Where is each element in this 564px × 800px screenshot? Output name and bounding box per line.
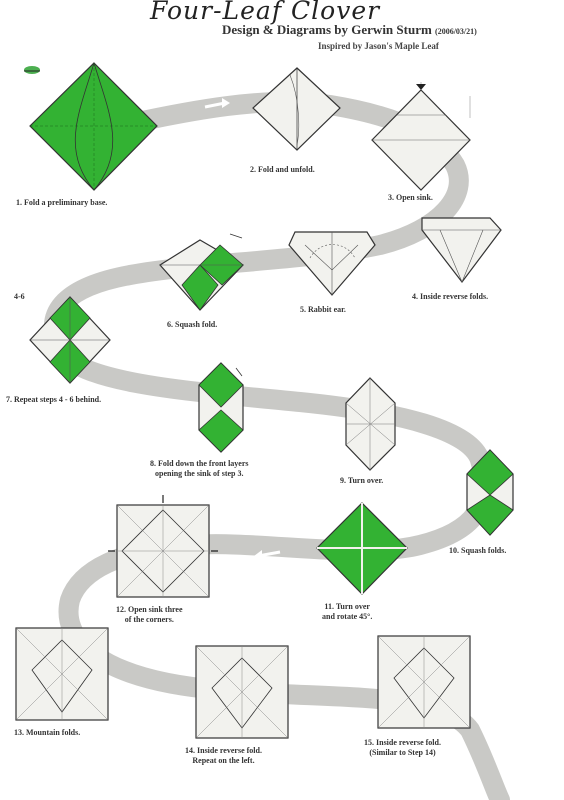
step-2-caption: 2. Fold and unfold.: [250, 165, 315, 174]
step-3-figure: [371, 82, 471, 191]
step-7-figure: [29, 296, 111, 384]
step-4-caption: 4. Inside reverse folds.: [412, 292, 489, 301]
author-line: Design & Diagrams by Gerwin Sturm: [222, 22, 432, 37]
inspired-line: Inspired by Jason's Maple Leaf: [318, 41, 439, 51]
step-13-figure: [15, 627, 109, 721]
step-14-caption-line2: Repeat on the left.: [192, 756, 255, 765]
page-title: Four-Leaf Clover: [150, 0, 381, 25]
step-5-figure: [288, 231, 376, 296]
step-13-caption: 13. Mountain folds.: [14, 728, 81, 737]
winding-path: [43, 91, 510, 800]
step-14-caption: 14. Inside reverse fold.Repeat on the le…: [185, 746, 262, 766]
step-4-figure: [421, 217, 502, 283]
date-label: (2006/03/21): [435, 27, 477, 36]
step-15-figure: [377, 635, 471, 729]
step-12-caption-line1: 12. Open sink three: [116, 605, 183, 614]
step-6-figure: [159, 233, 244, 311]
step-14-figure: [195, 645, 289, 739]
step-7-mark: 4-6: [14, 292, 25, 301]
step-9-caption: 9. Turn over.: [340, 476, 384, 485]
step-15-caption-line1: 15. Inside reverse fold.: [364, 738, 441, 747]
step-10-caption: 10. Squash folds.: [449, 546, 507, 555]
step-5-caption: 5. Rabbit ear.: [300, 305, 346, 314]
step-8-figure: [198, 362, 244, 453]
step-8-caption-line1: 8. Fold down the front layers: [150, 459, 249, 468]
step-9-figure: [345, 377, 396, 471]
step-12-figure: [108, 495, 218, 598]
step-10-figure: [466, 449, 514, 536]
step-6-caption: 6. Squash fold.: [167, 320, 218, 329]
step-7-caption: 7. Repeat steps 4 - 6 behind.: [6, 395, 102, 404]
progress-arrow-icon: [204, 98, 230, 109]
step-15-caption: 15. Inside reverse fold.(Similar to Step…: [364, 738, 441, 758]
step-15-caption-line2: (Similar to Step 14): [369, 748, 436, 757]
page-subtitle: Design & Diagrams by Gerwin Sturm (2006/…: [222, 22, 477, 38]
step-11-caption-line1: 11. Turn over: [324, 602, 370, 611]
step-11-caption-line2: and rotate 45°.: [322, 612, 373, 621]
step-11-figure: [316, 502, 408, 595]
step-1-figure: [29, 62, 158, 191]
logo-icon: [24, 66, 40, 74]
step-12-caption-line2: of the corners.: [124, 615, 174, 624]
step-3-caption: 3. Open sink.: [388, 193, 433, 202]
step-8-caption-line2: opening the sink of step 3.: [155, 469, 244, 478]
step-2-figure: [252, 67, 341, 151]
progress-arrow-icon: [254, 550, 281, 562]
step-14-caption-line1: 14. Inside reverse fold.: [185, 746, 262, 755]
step-1-caption: 1. Fold a preliminary base.: [16, 198, 108, 207]
